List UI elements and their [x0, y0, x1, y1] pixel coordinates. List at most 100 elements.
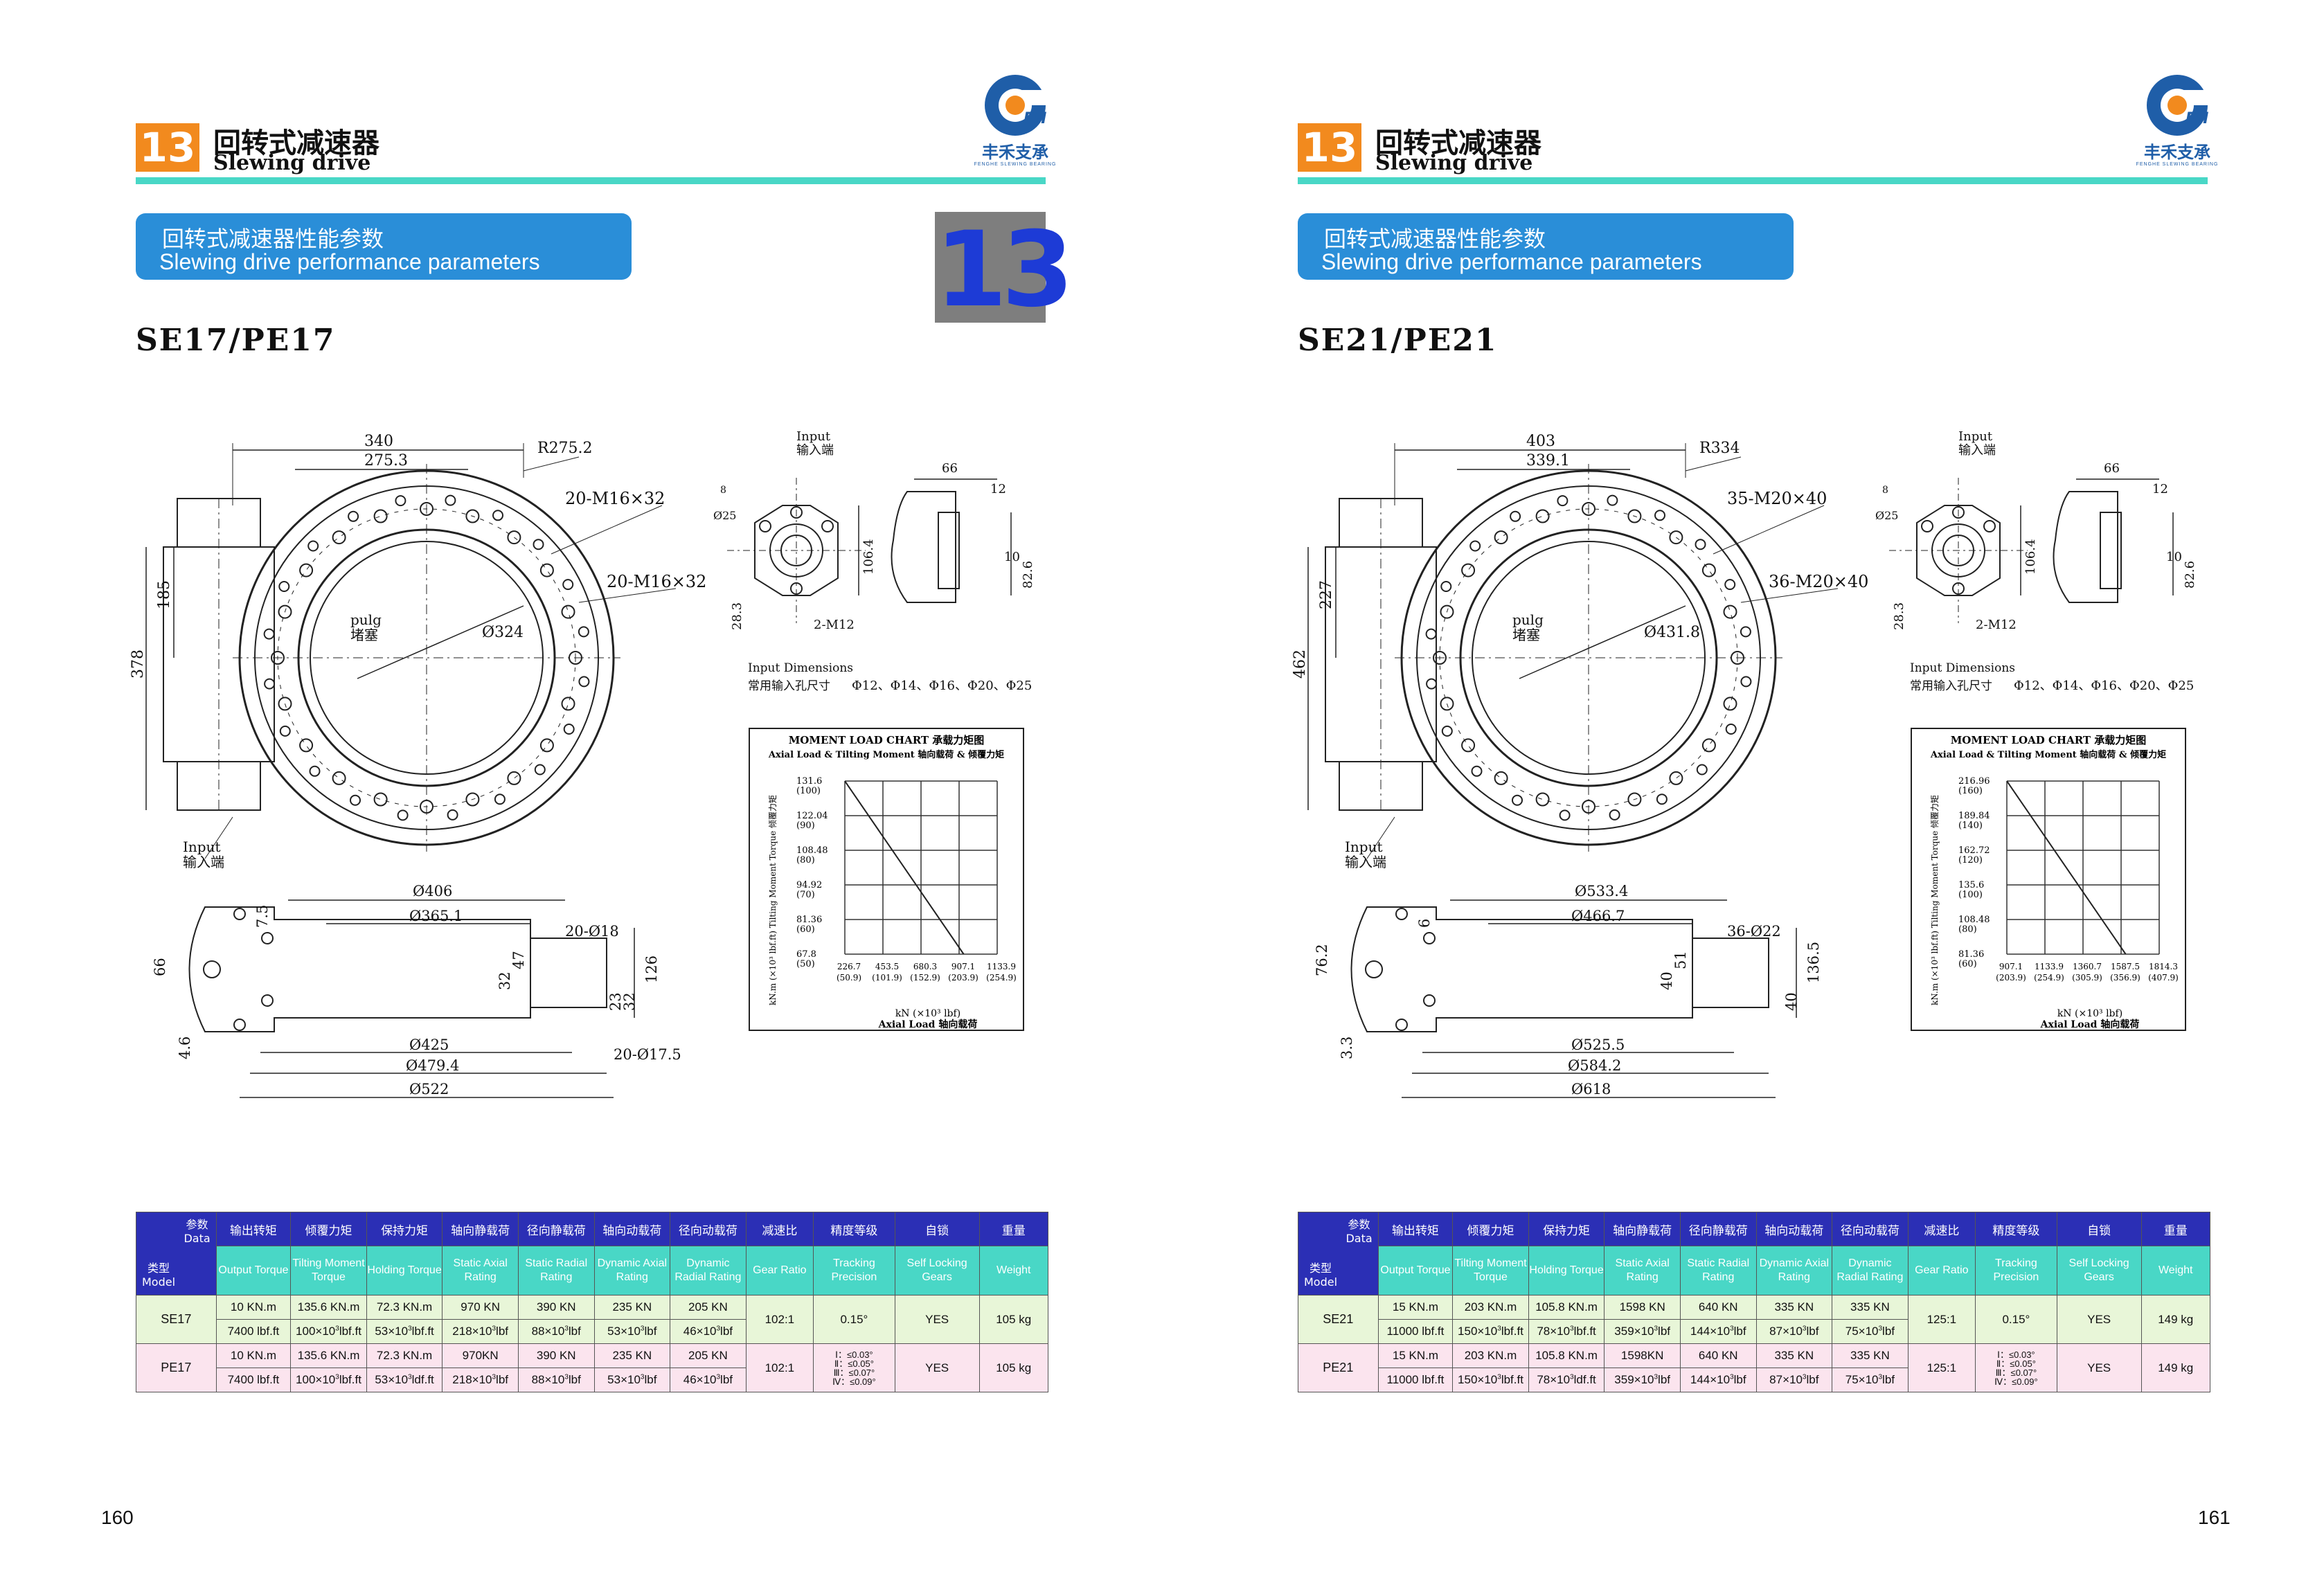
catalog-page-161: 13 回转式减速器 Slewing drive FH 丰禾支承 FENGHE S…	[1162, 0, 2324, 1569]
tilting-cell: 100×103lbf.ft	[290, 1319, 367, 1344]
svg-text:Ø431.8: Ø431.8	[1644, 624, 1700, 641]
static_radial-cell: 640 KN	[1679, 1343, 1757, 1368]
bolt-hole	[1669, 771, 1683, 785]
header-rule	[1298, 177, 2208, 184]
table-header-en: Tilting Moment Torque	[1452, 1246, 1529, 1295]
bolt-hole	[373, 509, 388, 523]
svg-text:Ø466.7: Ø466.7	[1571, 908, 1625, 924]
dyn_radial-cell: 75×103lbf	[1832, 1368, 1909, 1392]
table-header-en: Static Axial Rating	[442, 1246, 519, 1295]
chapter-title-en: Slewing drive	[213, 151, 371, 175]
bolt-hole	[420, 800, 433, 814]
svg-text:36-M20×40: 36-M20×40	[1769, 572, 1868, 591]
chart-ytick-label: 131.6	[796, 776, 822, 787]
static_axial-cell: 359×103lbf	[1604, 1319, 1681, 1344]
bolt-hole	[1701, 738, 1716, 753]
svg-text:Ø365.1: Ø365.1	[409, 908, 463, 924]
table-header-cn: 保持力矩	[366, 1212, 443, 1246]
svg-text:36-Ø22: 36-Ø22	[1727, 923, 1781, 940]
bolt-hole	[507, 530, 521, 545]
chart-xtick-label: (305.9)	[2072, 973, 2102, 983]
static_radial-cell: 88×103lbf	[517, 1368, 595, 1392]
tilting-cell: 203 KN.m	[1452, 1295, 1529, 1320]
bolt-hole	[1696, 764, 1708, 775]
chapter-title-cn: 回转式减速器	[213, 127, 379, 159]
output_torque-cell: 7400 lbf.ft	[215, 1368, 292, 1392]
bolt-hole	[1494, 530, 1508, 545]
chart-ytick-label: (90)	[796, 821, 815, 831]
table-header-en: Dynamic Axial Rating	[593, 1246, 671, 1295]
output_torque-cell: 10 KN.m	[215, 1343, 292, 1368]
chart-frame	[1911, 728, 2186, 1031]
chapter-number-block: 13	[935, 210, 1074, 330]
gear-ratio-cell: 102:1	[745, 1343, 814, 1392]
chart-ytick-label: 189.84	[1958, 811, 1990, 821]
bolt-hole	[1654, 510, 1665, 521]
output_torque-cell: 11000 lbf.ft	[1377, 1368, 1454, 1392]
static_radial-cell: 640 KN	[1679, 1295, 1757, 1320]
chart-xtick-label: (50.9)	[837, 973, 861, 983]
svg-text:8: 8	[720, 485, 726, 496]
chart-xtick-label: 680.3	[913, 962, 937, 971]
chart-ytick-label: (60)	[796, 924, 815, 935]
table-header-cn: 减速比	[1907, 1212, 1976, 1246]
bolt-hole	[1740, 626, 1751, 638]
svg-text:10: 10	[2166, 550, 2182, 564]
chart-title: MOMENT LOAD CHART 承载力矩图	[1951, 734, 2147, 746]
svg-text:47: 47	[510, 951, 527, 969]
bolt-hole	[534, 764, 546, 775]
svg-text:2-M12: 2-M12	[1976, 618, 2017, 632]
chart-xtick-label: 453.5	[875, 962, 899, 971]
chart-ytick-label: (80)	[1958, 924, 1977, 935]
bolt-hole	[264, 678, 276, 690]
bolt-hole	[1433, 651, 1447, 665]
svg-text:82.6: 82.6	[1021, 561, 1035, 589]
bolt-hole	[465, 792, 480, 807]
table-header-cn: 精度等级	[813, 1212, 895, 1246]
svg-text:40: 40	[1659, 971, 1675, 990]
svg-text:Ø425: Ø425	[409, 1037, 449, 1053]
chart-xunit: kN (×10³ lbf)	[2057, 1008, 2122, 1019]
bolt-hole	[420, 502, 433, 516]
table-header-en: Tilting Moment Torque	[290, 1246, 367, 1295]
self-lock-cell: YES	[894, 1295, 980, 1344]
gear-ratio-cell: 125:1	[1907, 1295, 1976, 1344]
model-cell: SE17	[136, 1295, 217, 1344]
static_radial-cell: 390 KN	[517, 1295, 595, 1320]
bolt-hole	[561, 697, 575, 711]
table-header-en: Self Locking Gears	[894, 1246, 980, 1295]
table-header-cn: 轴向动载荷	[1755, 1212, 1833, 1246]
precision-cell: 0.15°	[1975, 1295, 2057, 1344]
output_torque-cell: 11000 lbf.ft	[1377, 1319, 1454, 1344]
svg-text:Input: Input	[796, 429, 831, 444]
bolt-hole	[1426, 678, 1438, 690]
fh-logo-icon: FH	[985, 75, 1047, 136]
chart-ylabel: kN.m (×10³ lbf.ft) Tilting Moment Torque…	[1930, 795, 1940, 1005]
bolt-hole	[578, 676, 590, 688]
svg-text:23: 23	[607, 992, 624, 1011]
svg-text:339.1: 339.1	[1526, 452, 1570, 469]
svg-text:6: 6	[1416, 919, 1433, 928]
svg-text:462: 462	[1291, 649, 1309, 679]
dyn_radial-cell: 335 KN	[1832, 1343, 1909, 1368]
bolt-hole	[1494, 771, 1508, 785]
chart-title: MOMENT LOAD CHART 承载力矩图	[789, 734, 985, 746]
table-header-en: Weight	[2140, 1246, 2210, 1295]
svg-text:4.6: 4.6	[177, 1037, 193, 1059]
holding-cell: 105.8 KN.m	[1528, 1343, 1605, 1368]
chart-ytick-label: 135.6	[1958, 880, 1984, 890]
bolt-hole	[1582, 502, 1595, 516]
dyn_axial-cell: 53×103lbf	[593, 1368, 671, 1392]
svg-text:堵塞: 堵塞	[350, 627, 378, 643]
svg-text:12: 12	[2152, 482, 2168, 496]
bolt-hole	[1469, 540, 1481, 552]
gear-ratio-cell: 102:1	[745, 1295, 814, 1344]
svg-text:Input: Input	[1958, 429, 1993, 444]
chapter-title-en: Slewing drive	[1375, 151, 1533, 175]
weight-cell: 105 kg	[978, 1343, 1048, 1392]
svg-text:136.5: 136.5	[1805, 942, 1822, 983]
